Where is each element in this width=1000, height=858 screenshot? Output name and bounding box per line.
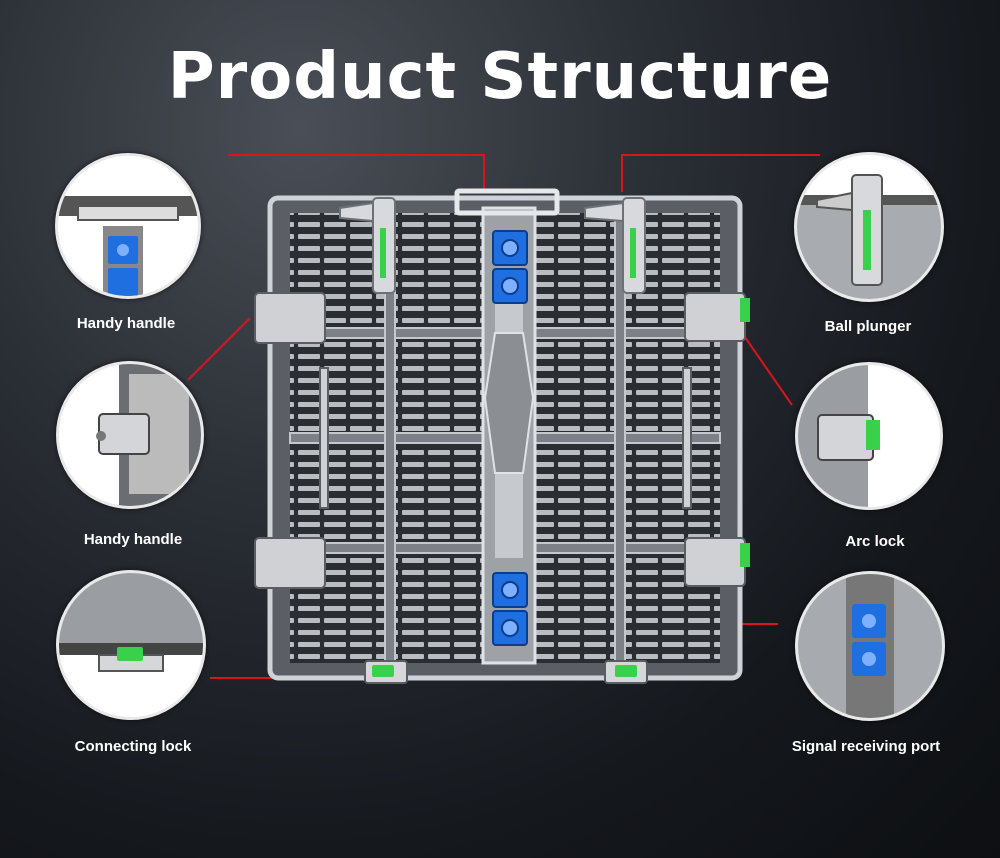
- handle-side-detail-icon: [56, 361, 204, 509]
- callout-label-ball-plunger: Ball plunger: [824, 318, 912, 335]
- callout-label-connecting-lock: Connecting lock: [74, 738, 192, 755]
- callout-label-handy-handle-1: Handy handle: [76, 315, 176, 332]
- page-title: Product Structure: [167, 40, 833, 114]
- callout-label-arc-lock: Arc lock: [845, 533, 905, 550]
- arc-lock-detail-icon: [795, 362, 943, 510]
- ball-plunger-detail-icon: [794, 152, 944, 302]
- handle-detail-icon: [55, 153, 201, 299]
- connecting-lock-detail-icon: [56, 570, 206, 720]
- callout-label-signal-receiving-port: Signal receiving port: [791, 738, 941, 755]
- led-cabinet-panel: [254, 188, 750, 684]
- signal-port-detail-icon: [795, 571, 945, 721]
- callout-label-handy-handle-2: Handy handle: [83, 531, 183, 548]
